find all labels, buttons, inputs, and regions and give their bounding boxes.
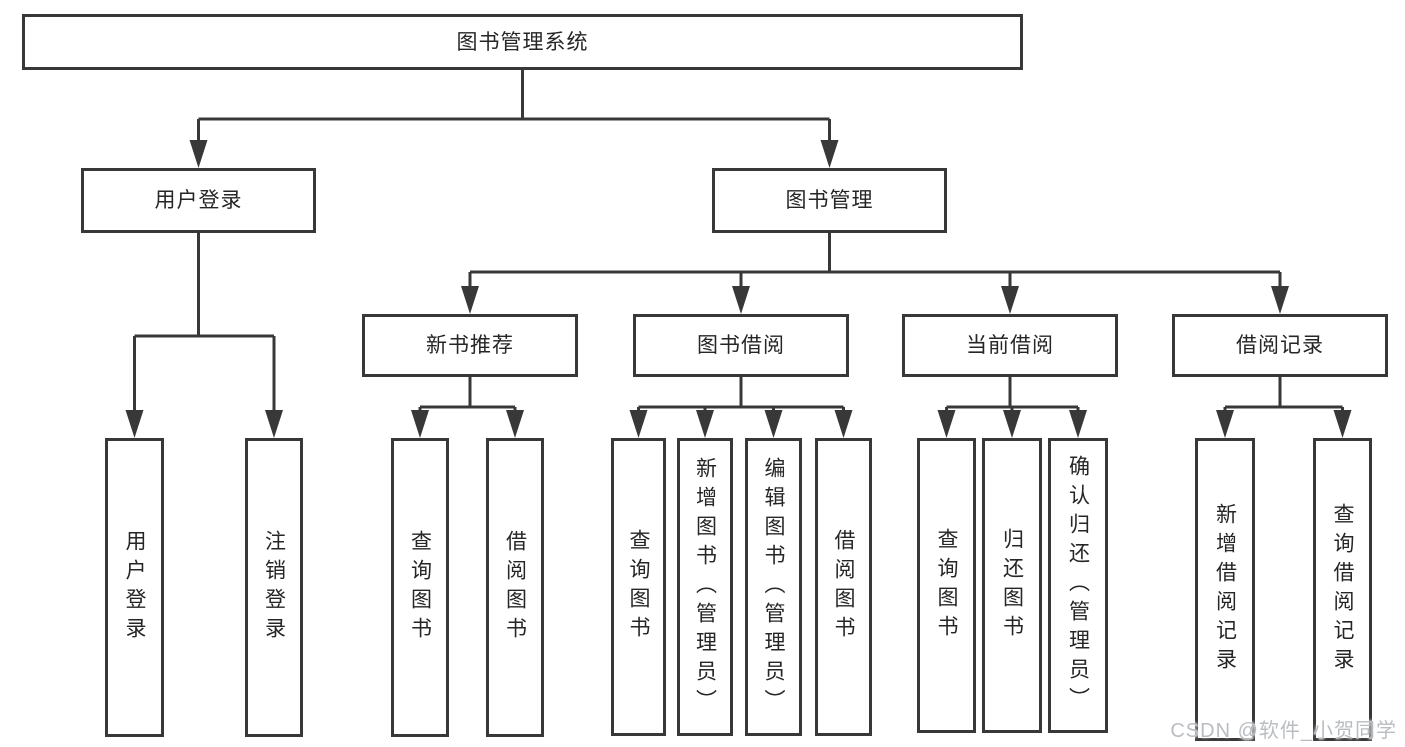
leaf-edit-books-admin: 编辑图书（管理员） (745, 438, 802, 736)
arrowhead-icon (506, 410, 524, 438)
watermark: CSDN @软件_小贺同学 (1170, 720, 1397, 742)
leaf-query-books-recommend: 查询图书 (391, 438, 449, 737)
arrowhead-icon (820, 140, 839, 168)
arrowhead-icon (265, 410, 283, 438)
arrowhead-icon (1333, 410, 1352, 438)
connector-new-book-recommend-to-leaves (418, 377, 517, 413)
arrowhead-icon (937, 410, 956, 438)
leaf-return-books: 归还图书 (982, 438, 1042, 733)
leaf-logout: 注销登录 (245, 438, 303, 737)
arrowhead-icon (1001, 286, 1019, 314)
arrowhead-icon (125, 410, 144, 438)
node-root: 图书管理系统 (22, 14, 1023, 70)
arrowhead-icon (1003, 410, 1021, 438)
connector-book-management-to-level3 (468, 233, 1282, 288)
node-book-borrow: 图书借阅 (633, 314, 849, 377)
arrowhead-icon (1271, 286, 1289, 314)
arrowhead-icon (461, 286, 479, 314)
node-borrow-records: 借阅记录 (1172, 314, 1388, 377)
arrowhead-icon (732, 286, 750, 314)
node-new-book-recommend: 新书推荐 (362, 314, 578, 377)
connector-current-borrow-to-leaves (945, 377, 1080, 413)
connector-book-borrow-to-leaves (637, 377, 845, 413)
arrowhead-icon (834, 410, 853, 438)
arrowhead-icon (1216, 410, 1234, 438)
connector-user-login-to-leaves (133, 233, 276, 412)
leaf-borrow-books-recommend: 借阅图书 (486, 438, 544, 737)
connector-root-to-level2 (197, 70, 831, 142)
leaf-confirm-return-admin: 确认归还（管理员） (1048, 438, 1108, 733)
leaf-borrow-books: 借阅图书 (815, 438, 872, 736)
node-user-login: 用户登录 (81, 168, 316, 233)
connector-borrow-records-to-leaves (1223, 377, 1344, 413)
arrowhead-icon (764, 410, 783, 438)
leaf-query-books-current: 查询图书 (917, 438, 976, 733)
arrowhead-icon (411, 410, 429, 438)
leaf-user-login: 用户登录 (105, 438, 164, 737)
leaf-add-borrow-record: 新增借阅记录 (1195, 438, 1255, 741)
node-book-management: 图书管理 (712, 168, 947, 233)
arrowhead-icon (629, 410, 648, 438)
arrowhead-icon (189, 140, 208, 168)
arrowhead-icons (125, 140, 1352, 438)
leaf-query-books-borrow: 查询图书 (611, 438, 666, 736)
arrowhead-icon (1069, 410, 1087, 438)
leaf-query-borrow-record: 查询借阅记录 (1313, 438, 1372, 741)
node-current-borrow: 当前借阅 (902, 314, 1118, 377)
arrowhead-icon (696, 410, 714, 438)
leaf-add-books-admin: 新增图书（管理员） (677, 438, 733, 736)
